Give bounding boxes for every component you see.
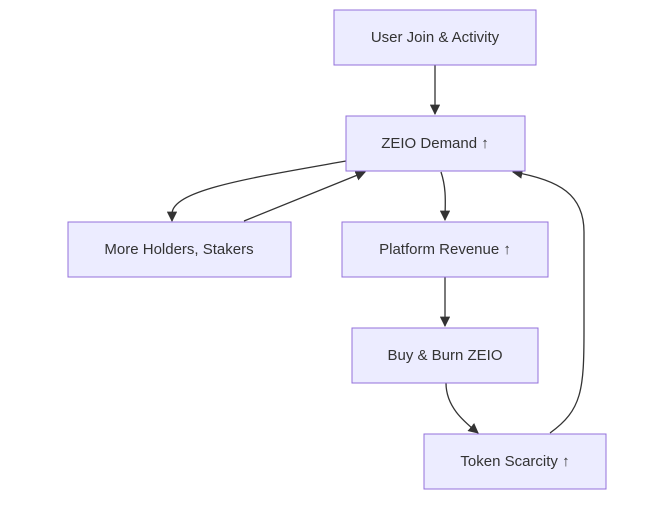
node-box	[333, 9, 537, 66]
node-label-zeio-demand: ZEIO Demand ↑	[381, 135, 489, 152]
node-label-platform-revenue: Platform Revenue ↑	[379, 241, 511, 258]
node-buy-burn: Buy & Burn ZEIO	[351, 327, 539, 384]
node-label-more-holders: More Holders, Stakers	[104, 241, 253, 258]
edges	[166, 65, 585, 434]
node-token-scarcity: Token Scarcity ↑	[423, 433, 607, 490]
node-box	[345, 115, 526, 172]
node-box	[341, 221, 549, 278]
edge-zeio-demand-to-platform-revenue	[439, 171, 451, 222]
edge-buy-burn-to-token-scarcity	[445, 382, 479, 434]
node-box	[351, 327, 539, 384]
node-user-join: User Join & Activity	[333, 9, 537, 66]
node-box	[67, 221, 292, 278]
node-more-holders: More Holders, Stakers	[67, 221, 292, 278]
node-platform-revenue: Platform Revenue ↑	[341, 221, 549, 278]
node-zeio-demand: ZEIO Demand ↑	[345, 115, 526, 172]
edge-zeio-demand-to-more-holders	[166, 160, 347, 223]
node-label-buy-burn: Buy & Burn ZEIO	[387, 347, 502, 364]
edge-token-scarcity-to-zeio-demand	[511, 168, 585, 434]
node-label-token-scarcity: Token Scarcity ↑	[460, 453, 569, 470]
edge-more-holders-to-zeio-demand	[243, 170, 366, 222]
node-box	[423, 433, 607, 490]
node-label-user-join: User Join & Activity	[371, 29, 500, 46]
